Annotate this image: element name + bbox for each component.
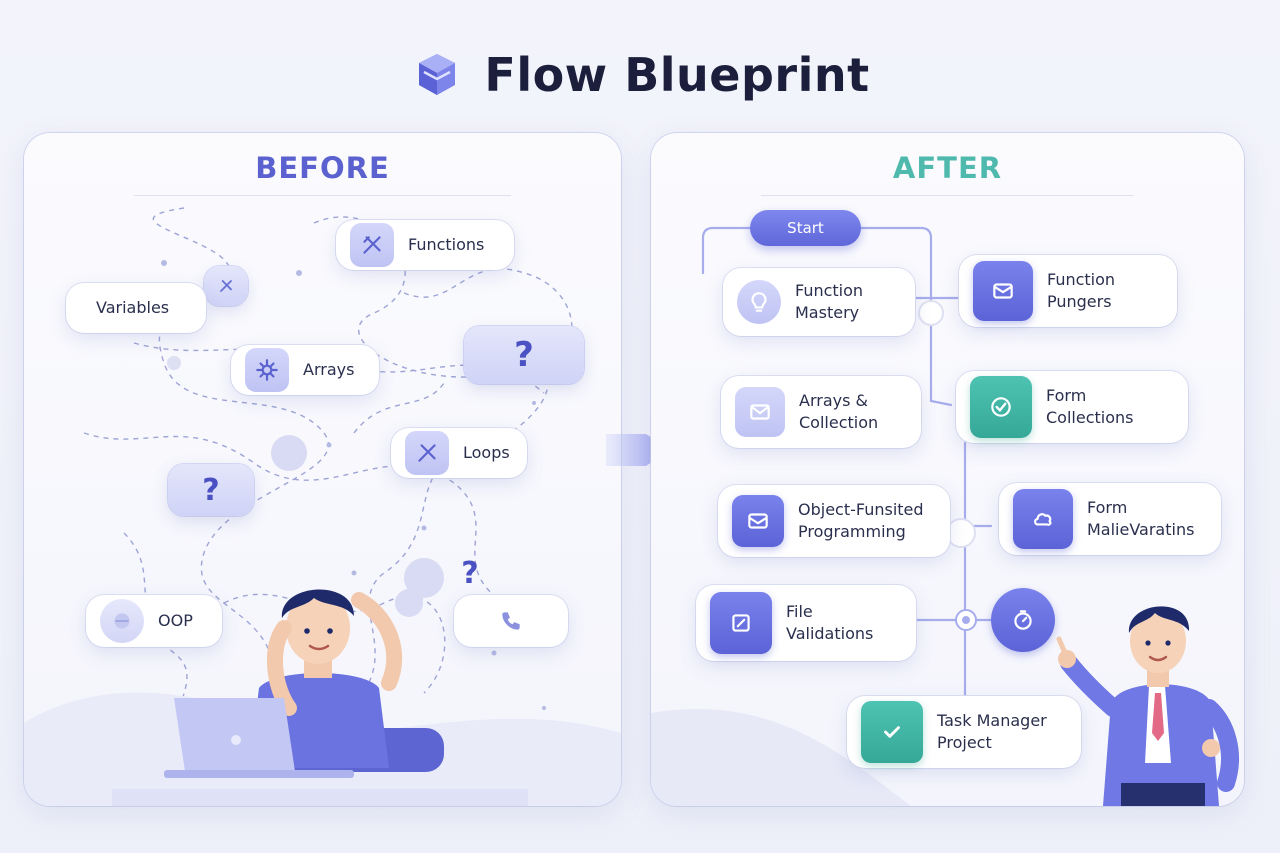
node-oop[interactable]: OOP	[86, 595, 222, 647]
node-object-programming[interactable]: Object-Funsited Programming	[718, 485, 950, 557]
node-task-manager[interactable]: Task Manager Project	[847, 696, 1081, 768]
question-box-small: ?	[168, 464, 254, 516]
title-divider	[761, 195, 1134, 196]
envelope-icon	[735, 387, 785, 437]
node-arrays[interactable]: Arrays	[231, 345, 379, 395]
after-title: AFTER	[892, 151, 1003, 185]
node-loops[interactable]: Loops	[391, 428, 527, 478]
node-function-mastery[interactable]: Function Mastery	[723, 268, 915, 336]
node-label: Task Manager Project	[937, 710, 1047, 752]
node-label: Loops	[463, 442, 510, 462]
cloud-icon	[1013, 489, 1073, 549]
question-mark: ?	[202, 472, 220, 508]
edit-icon	[710, 592, 772, 654]
after-panel: AFTER Start Function Mastery	[651, 133, 1244, 806]
inbox-icon	[732, 495, 784, 547]
node-label: Variables	[96, 297, 170, 317]
node-label: Form MaliеVaratins	[1087, 497, 1195, 539]
tools-icon	[405, 431, 449, 475]
node-variables[interactable]: Variables	[66, 283, 206, 333]
cube-logo-icon	[419, 54, 456, 95]
check-circle-icon	[970, 376, 1032, 438]
page-title: Flow Blueprint	[484, 48, 870, 102]
confused-person-illustration	[164, 589, 444, 778]
disc-icon	[100, 599, 144, 643]
node-label: Function Pungers	[1047, 269, 1116, 311]
node-form-collections[interactable]: Form Collections	[956, 371, 1188, 443]
floating-question: ?	[450, 553, 490, 593]
node-label: Arrays & Collection	[799, 390, 879, 432]
question-box-large: ?	[464, 326, 584, 384]
header: Flow Blueprint	[0, 40, 1280, 110]
question-mark: ?	[514, 335, 534, 375]
node-label: Arrays	[303, 359, 355, 379]
lightbulb-icon	[737, 280, 781, 324]
node-functions[interactable]: Functions	[336, 220, 514, 270]
tools-icon	[350, 223, 394, 267]
node-label: OOP	[158, 610, 193, 630]
node-label: Function Mastery	[795, 280, 864, 322]
node-function-pungers[interactable]: Function Pungers	[959, 255, 1177, 327]
node-label: Functions	[408, 234, 485, 254]
checkmark-icon	[861, 701, 923, 763]
question-mark: ?	[461, 555, 479, 591]
mail-icon	[973, 261, 1033, 321]
phone-icon	[502, 612, 520, 630]
start-node[interactable]: Start	[750, 210, 861, 246]
floating-tool-icon	[204, 266, 248, 306]
before-title: BEFORE	[255, 151, 390, 185]
timer-icon[interactable]	[991, 588, 1055, 652]
before-panel: BEFORE	[24, 133, 621, 806]
title-divider	[134, 195, 511, 196]
node-label: File Validations	[786, 601, 874, 643]
gear-icon	[245, 348, 289, 392]
node-form-malivaratins[interactable]: Form MaliеVaratins	[999, 483, 1221, 555]
presenter-illustration	[1056, 606, 1239, 806]
node-label: Object-Funsited Programming	[798, 499, 924, 541]
node-arrays-collection[interactable]: Arrays & Collection	[721, 376, 921, 448]
node-phone[interactable]	[454, 595, 568, 647]
node-file-validations[interactable]: File Validations	[696, 585, 916, 661]
node-label: Form Collections	[1046, 385, 1134, 427]
